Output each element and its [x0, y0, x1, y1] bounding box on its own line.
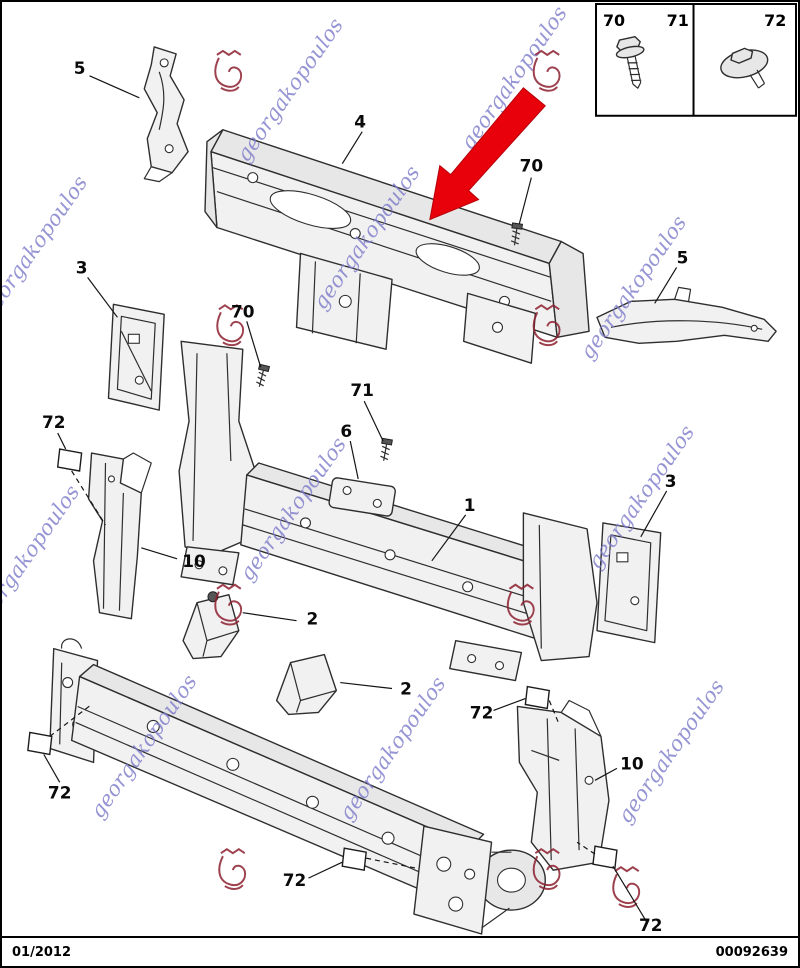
callout-72-upper-left: 72	[42, 412, 66, 432]
part-bumper-reinforcement	[49, 638, 546, 935]
part-lower-crossmember-1	[178, 340, 598, 682]
red-pointer-arrow	[429, 87, 546, 221]
hex-screw-icon	[615, 36, 645, 89]
callout-72-mid-right: 72	[470, 702, 494, 722]
inset-label-71: 71	[667, 11, 689, 30]
callout-10-left: 10	[182, 551, 206, 571]
callout-71: 71	[350, 380, 374, 400]
callout-70-mid: 70	[231, 301, 255, 321]
inset-label-72: 72	[764, 11, 786, 30]
callout-3-right: 3	[665, 471, 677, 491]
pad-72-upper-left	[56, 448, 83, 472]
callout-5-top-left: 5	[74, 58, 86, 78]
part-bracket-5-left	[143, 46, 189, 183]
callout-3-left: 3	[76, 257, 88, 277]
part-panel-3-right	[596, 522, 662, 644]
brand-stamp-icon	[214, 49, 243, 92]
screw-70-mid-icon	[253, 363, 271, 389]
pad-72-mid-right	[524, 685, 551, 710]
diagram-parts	[27, 46, 777, 935]
pad-72-bottom-center	[341, 847, 367, 871]
inset-label-70: 70	[603, 11, 625, 30]
callout-2-upper: 2	[307, 609, 319, 629]
callout-6: 6	[340, 421, 352, 441]
part-bracket-2-lower	[275, 653, 338, 716]
callout-2-lower: 2	[400, 678, 412, 698]
screw-71-icon	[378, 437, 393, 463]
part-bracket-5-right	[596, 286, 777, 344]
brand-stamp-icon	[218, 848, 247, 890]
callout-5-right: 5	[677, 247, 689, 267]
callout-70-right: 70	[520, 156, 544, 176]
callouts: 5 4 70 70 3 5 72 71 6 1 3 10 2	[42, 58, 688, 935]
callout-72-bottom-right: 72	[639, 915, 663, 935]
watermark-text: georgakopoulos	[613, 675, 730, 828]
part-panel-3-left	[107, 303, 165, 411]
part-bracket-2-upper	[182, 591, 240, 660]
watermark-text: georgakopoulos	[232, 13, 349, 166]
fastener-inset: 70 71 72	[595, 2, 798, 117]
part-bracket-10-right	[516, 699, 610, 871]
pad-72-bottom-right	[592, 845, 618, 869]
part-bracket-10-left	[87, 452, 152, 620]
footer-date: 01/2012	[12, 944, 72, 960]
callout-10-right: 10	[620, 753, 644, 773]
footer-part-code: 00092639	[715, 944, 788, 960]
washer-bolt-icon	[720, 47, 769, 89]
callout-72-bottom-center: 72	[283, 870, 307, 890]
pad-72-lower-left	[27, 731, 53, 756]
part-mounting-plate-6	[328, 477, 396, 517]
callout-1: 1	[464, 495, 476, 515]
watermark-text: georgakopoulos	[2, 171, 92, 324]
watermark-text: georgakopoulos	[2, 480, 84, 633]
diagram-canvas: georgakopoulos georgakopoulos georgakopo…	[2, 2, 798, 935]
footer-bar: 01/2012 00092639	[2, 936, 798, 966]
callout-4: 4	[354, 112, 366, 132]
callout-72-lower-left: 72	[48, 782, 72, 802]
